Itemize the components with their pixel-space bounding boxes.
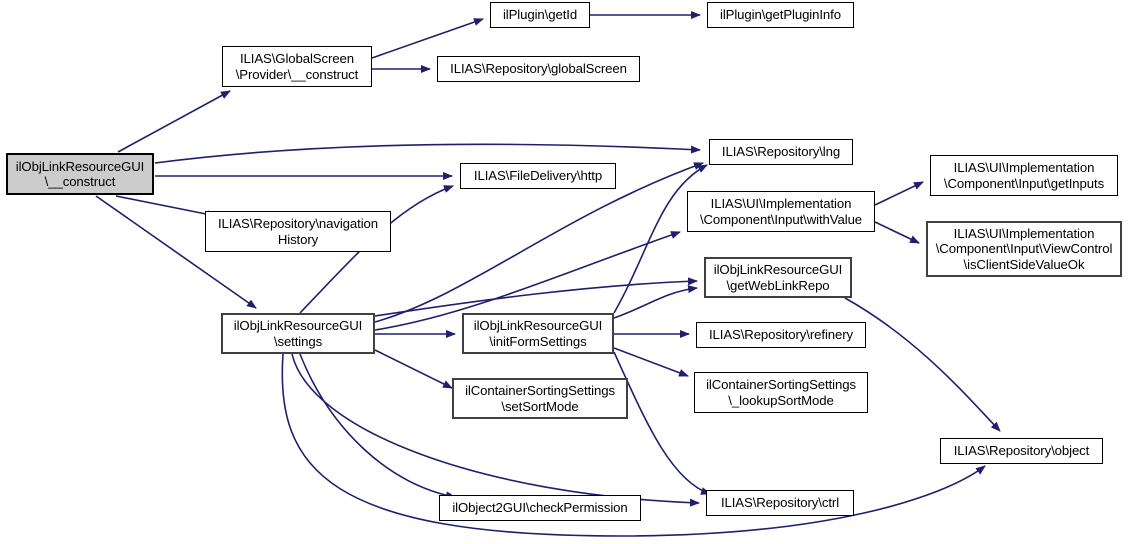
node-getweblinkrepo[interactable]: ilObjLinkResourceGUI \getWebLinkRepo [704,257,852,298]
node-containersortingsettings-setsortmode[interactable]: ilContainerSortingSettings \setSortMode [452,378,628,419]
edge-initformsettings-sorting_lookup [613,347,689,377]
node-input-getinputs[interactable]: ILIAS\UI\Implementation \Component\Input… [930,155,1118,196]
edge-globalscreen_prov-plugin_getid [371,18,484,59]
edge-initformsettings-repo_lng [613,164,708,314]
node-initformsettings[interactable]: ilObjLinkResourceGUI \initFormSettings [462,313,614,354]
edge-settings-repo_ctrl [291,353,700,507]
edge-settings-getweblinkrepo [374,277,698,317]
node-ilplugin-getid[interactable]: ilPlugin\getId [490,2,590,28]
edge-input_withvalue-input_getinputs [874,181,924,206]
edge-input_withvalue-viewcontrol_ok [874,221,920,244]
node-ilobject2gui-checkpermission[interactable]: ilObject2GUI\checkPermission [439,495,641,521]
node-containersortingsettings-lookupsortmode[interactable]: ilContainerSortingSettings \_lookupSortM… [694,372,868,413]
edge-settings-checkpermission [299,353,456,500]
node-globalscreen-provider-construct[interactable]: ILIAS\GlobalScreen \Provider\__construct [222,46,372,87]
node-repository-navigationhistory[interactable]: ILIAS\Repository\navigation History [205,211,391,252]
edge-settings-sorting_setsort [374,349,453,389]
node-filedelivery-http[interactable]: ILIAS\FileDelivery\http [460,163,616,189]
node-ilplugin-getplugininfo[interactable]: ilPlugin\getPluginInfo [707,2,854,28]
node-construct[interactable]: ilObjLinkResourceGUI \__construct [6,153,154,195]
edge-getweblinkrepo-repo_object [844,297,1001,432]
node-input-withvalue[interactable]: ILIAS\UI\Implementation \Component\Input… [687,191,875,232]
node-repository-object[interactable]: ILIAS\Repository\object [940,438,1103,464]
edge-construct-globalscreen_prov [117,90,231,153]
node-repository-lng[interactable]: ILIAS\Repository\lng [709,139,853,165]
node-repository-refinery[interactable]: ILIAS\Repository\refinery [696,322,866,348]
node-viewcontrol-isclientsidevalueok[interactable]: ILIAS\UI\Implementation \Component\Input… [926,221,1122,277]
edge-construct-repo_lng [154,143,701,164]
edge-construct-nav_history [115,195,217,219]
node-settings[interactable]: ilObjLinkResourceGUI \settings [221,313,375,354]
edge-initformsettings-getweblinkrepo [613,285,698,319]
node-repository-globalscreen[interactable]: ILIAS\Repository\globalScreen [437,56,640,82]
node-repository-ctrl[interactable]: ILIAS\Repository\ctrl [706,490,854,516]
